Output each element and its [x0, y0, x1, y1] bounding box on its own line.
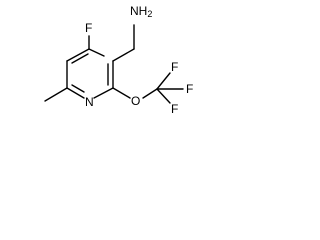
ring-bond-c3-c4: [88, 48, 105, 57]
atom-label-f-ring: F: [85, 21, 92, 35]
atom-label-nh2-subscript: 2: [147, 9, 152, 19]
bond-c2-o: [112, 87, 131, 99]
atom-label-nh2: NH2: [130, 4, 152, 19]
atom-label-nh2-main: NH: [130, 4, 147, 18]
ring-bond-c4-c5: [66, 48, 90, 62]
atom-label-f-bottom: F: [171, 102, 178, 116]
atom-label-oxygen: O: [131, 94, 140, 108]
bond-c6-methyl: [44, 87, 68, 102]
bond-c-f-top: [156, 72, 171, 90]
ring-bond-c6-n: [66, 87, 85, 99]
ring-double-bond-c4-c5: [71, 53, 89, 64]
ring-double-bond-c6-n: [71, 84, 85, 93]
molecule-structure-diagram: NH2 F N O F F F: [44, 4, 193, 116]
bond-o-c: [142, 88, 158, 99]
ring-bond-n-c2: [93, 87, 114, 99]
bond-c-f-bottom: [156, 88, 171, 104]
atom-label-n-ring: N: [85, 95, 94, 109]
atom-label-f-right: F: [186, 82, 193, 96]
bond-c3-ch2: [112, 48, 135, 62]
atom-label-f-top: F: [171, 60, 178, 74]
